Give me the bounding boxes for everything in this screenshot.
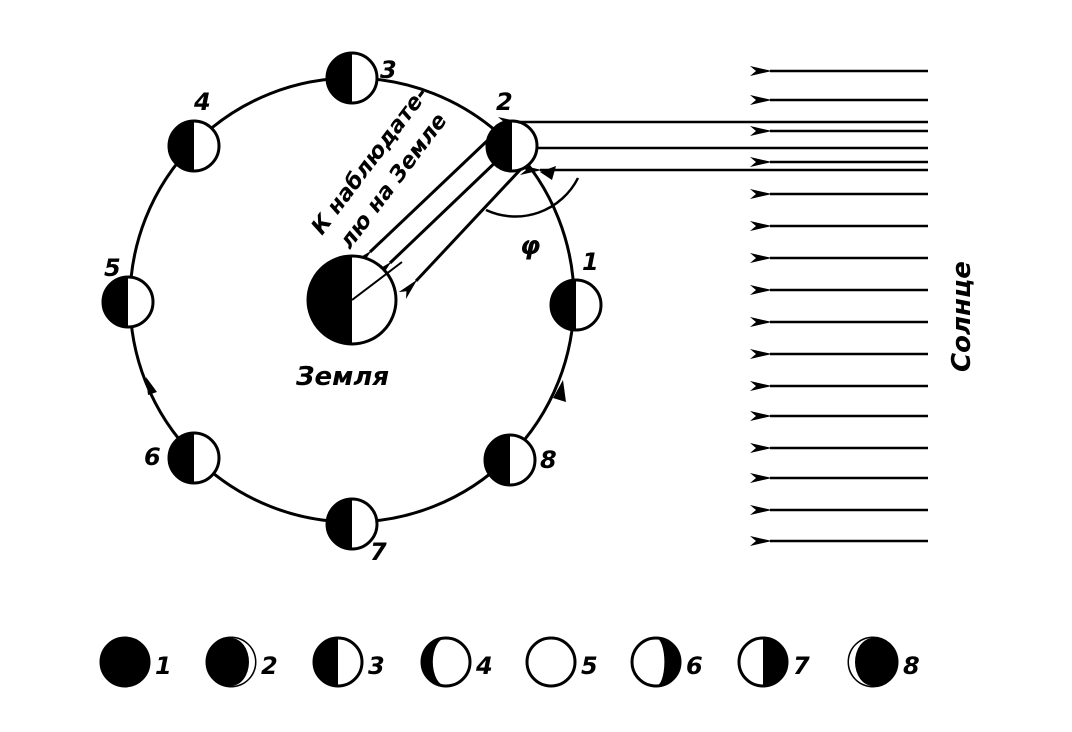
phase-label: 4 [475, 652, 493, 680]
orbit-direction-arrow [553, 380, 566, 402]
orbit-moon-label: 7 [370, 538, 387, 566]
orbit-moon-label: 2 [496, 88, 513, 116]
phase-4 [420, 636, 472, 688]
orbit-moon-5 [101, 275, 155, 329]
orbit-moon-label: 8 [540, 446, 557, 474]
earth-label: Земля [295, 362, 389, 392]
phase-label: 5 [581, 652, 598, 680]
phase-7 [737, 636, 789, 688]
orbit-moon-label: 5 [104, 254, 121, 282]
sun-rays [498, 66, 928, 546]
earth [306, 254, 403, 346]
phase-angle-arc [485, 177, 580, 218]
observer-arrow [398, 168, 522, 300]
phase-angle-arc-arrow [540, 166, 556, 180]
orbit-moon-3 [325, 51, 379, 105]
orbit-moon-4 [167, 119, 221, 173]
observer-arrow [352, 138, 490, 270]
orbit-moon-2 [485, 119, 539, 173]
phase-label: 8 [903, 652, 920, 680]
phase-8 [847, 636, 899, 688]
phase-angle-label: φ [520, 231, 540, 261]
phase-label: 1 [155, 652, 172, 680]
orbit-direction-arrow [146, 377, 157, 395]
orbit-moon-label: 4 [193, 88, 211, 116]
observer-arrow [372, 154, 504, 281]
phase-1 [99, 636, 151, 688]
orbit-moon-label: 6 [144, 443, 161, 471]
orbit-moon-label: 1 [582, 248, 599, 276]
orbit-moon-6 [167, 431, 221, 485]
sun-label: Солнце [947, 261, 977, 372]
phase-5 [525, 636, 577, 688]
orbit-moon-8 [483, 433, 537, 487]
phase-6 [630, 636, 682, 688]
orbit-moon-label: 3 [380, 56, 397, 84]
phase-label: 2 [261, 652, 278, 680]
orbit-moon-7 [325, 497, 379, 551]
orbit-moon-1 [549, 278, 603, 332]
phase-label: 6 [686, 652, 703, 680]
phase-label: 7 [793, 652, 810, 680]
phase-2 [205, 636, 257, 688]
phase-3 [312, 636, 364, 688]
phase-label: 3 [368, 652, 385, 680]
